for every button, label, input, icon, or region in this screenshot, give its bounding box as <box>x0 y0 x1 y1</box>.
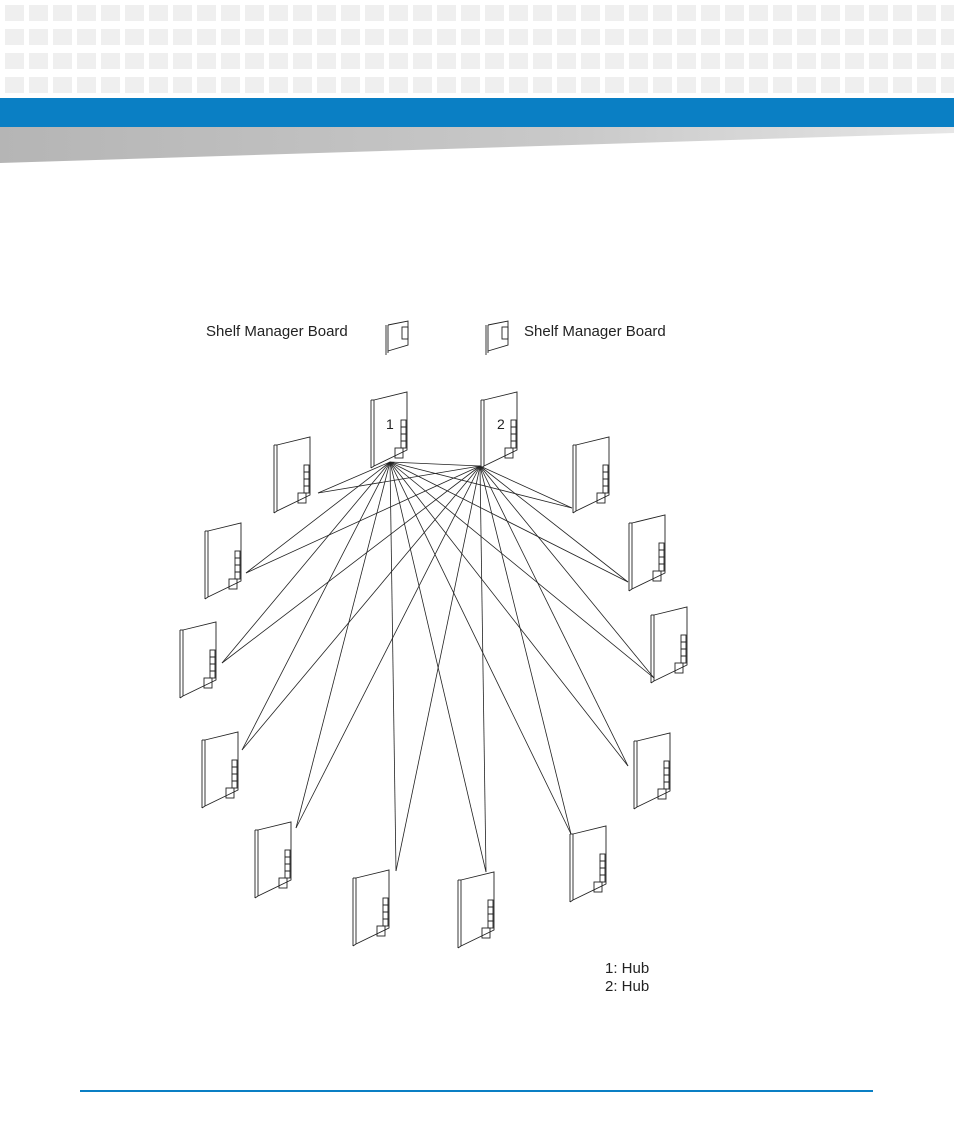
node-board-3 <box>180 622 216 698</box>
connection-line <box>480 466 628 766</box>
connection-line <box>390 462 654 678</box>
connection-lines <box>222 462 654 872</box>
connection-line <box>222 462 390 663</box>
node-board-4 <box>202 732 238 808</box>
connection-line <box>390 462 396 871</box>
hub2-number: 2 <box>497 416 505 433</box>
connection-line <box>480 466 486 872</box>
node-board-9 <box>634 733 670 809</box>
connection-line <box>318 466 480 493</box>
connection-line <box>396 466 480 871</box>
hub1-number: 1 <box>386 416 394 433</box>
node-board-6 <box>353 870 389 946</box>
connection-line <box>242 462 390 750</box>
node-board-2 <box>205 523 241 599</box>
legend-hub2: 2: Hub <box>605 978 649 995</box>
connection-line <box>222 466 480 663</box>
connection-line <box>480 466 628 582</box>
shelf-manager-board-right <box>486 321 508 355</box>
node-board-1 <box>274 437 310 513</box>
connection-line <box>246 462 390 573</box>
shelf-manager-board-left <box>386 321 408 355</box>
legend-hub1: 1: Hub <box>605 960 649 977</box>
connection-line <box>318 462 390 493</box>
node-board-8 <box>570 826 606 902</box>
footer-rule <box>80 1090 873 1092</box>
node-board-11 <box>629 515 665 591</box>
connection-line <box>296 462 390 828</box>
node-board-7 <box>458 872 494 948</box>
connection-line <box>246 466 480 573</box>
node-board-10 <box>651 607 687 683</box>
node-board-12 <box>573 437 609 513</box>
connection-line <box>390 462 628 582</box>
connection-line <box>242 466 480 750</box>
boards <box>180 321 687 948</box>
shelf-manager-label-left: Shelf Manager Board <box>206 323 348 340</box>
shelf-manager-label-right: Shelf Manager Board <box>524 323 666 340</box>
connection-line <box>296 466 480 828</box>
node-board-5 <box>255 822 291 898</box>
